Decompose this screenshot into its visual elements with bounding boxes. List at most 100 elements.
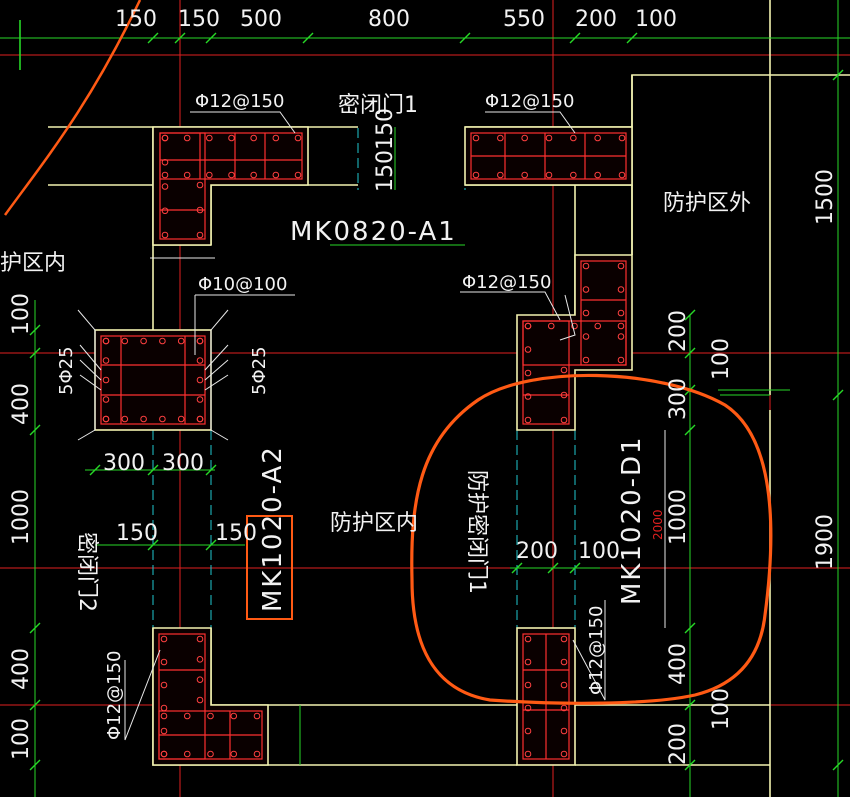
label-zone-inside-partial: 护区内	[0, 251, 66, 276]
rebar-dot	[207, 712, 214, 720]
dim-right-1000: 1000	[666, 489, 691, 545]
rebar-dot	[582, 333, 590, 340]
rebar-dot	[196, 376, 204, 384]
dimension-tick	[29, 424, 41, 436]
dimension-ticks	[29, 32, 844, 771]
rebar-dot	[617, 262, 625, 270]
dim-left-1: 100	[9, 293, 34, 335]
label-protective-closed-door: 防护密闭门1	[464, 470, 489, 594]
rebar-dot	[159, 415, 166, 423]
dim-right-400: 400	[666, 643, 691, 685]
dimension-tick	[684, 622, 696, 634]
dimension-tick	[684, 309, 696, 321]
rebar-dot	[160, 712, 168, 720]
rebar-dot	[594, 322, 602, 330]
rebar-dot	[140, 415, 147, 423]
rebar-dot	[140, 337, 147, 345]
rebar-dot	[618, 171, 626, 179]
dimension-tick	[302, 32, 314, 44]
rebar-dot	[160, 750, 168, 758]
rebar-dot	[196, 635, 204, 643]
dim-inner-2000: 2000	[651, 509, 665, 540]
dim-right-100b: 100	[709, 688, 734, 730]
rebar-dot	[560, 704, 568, 712]
rebar-dot	[160, 704, 168, 712]
rebar-dot	[497, 134, 504, 142]
rebar-dot	[160, 635, 168, 643]
dim-150-a: 150	[373, 108, 398, 150]
rebar-dot	[161, 183, 169, 190]
rebar-dot	[582, 309, 590, 317]
rebar-dot	[250, 134, 257, 142]
spec-bottom-left: Φ12@150	[104, 651, 125, 740]
rebar-dot	[560, 681, 568, 689]
dimension-tick	[205, 539, 217, 551]
highlight-circle	[410, 373, 773, 705]
leaders	[77, 111, 606, 741]
rebar-dot	[524, 750, 532, 758]
orange-diagonal-mark	[3, 0, 142, 216]
rebar-dot	[196, 337, 204, 345]
dimension-tick	[205, 32, 217, 44]
dim-right-1900: 1900	[813, 514, 838, 570]
rebar-dot	[560, 366, 568, 374]
rebar-dot	[160, 727, 168, 735]
rebar-dot	[524, 635, 532, 643]
area-labels: 密闭门1 防护区外 防护区内 护区内 密闭门2 防护密闭门1	[0, 93, 751, 612]
dim-top-5: 550	[503, 7, 545, 32]
rebar-dot	[161, 207, 169, 215]
rebar-dot	[524, 658, 532, 666]
rebar-dot	[161, 158, 169, 166]
rebar-dot	[582, 286, 590, 293]
rebar-dot	[524, 681, 532, 689]
rebar-dot	[177, 415, 185, 423]
dim-top-2: 150	[178, 7, 220, 32]
column-left	[94, 329, 212, 431]
dimension-tick	[29, 699, 41, 711]
dimension-tick	[684, 347, 696, 359]
rebar-dot	[196, 656, 204, 663]
rebar-dot	[161, 171, 169, 179]
rebar-dot	[196, 696, 204, 704]
rebar-dot	[196, 206, 204, 214]
dim-left-5: 100	[9, 718, 34, 760]
spec-top-left: Φ12@150	[195, 91, 284, 112]
dimension-tick	[684, 759, 696, 771]
rebar-dot	[230, 712, 238, 720]
rebar-dot	[228, 134, 235, 142]
rebar-dot	[524, 369, 532, 377]
rebar-dot	[102, 415, 110, 423]
rebar-dot	[617, 356, 625, 364]
dim-right-100: 100	[709, 338, 734, 380]
dim-left-3: 1000	[9, 489, 34, 545]
rebar-dot	[206, 171, 213, 179]
label-closed-door-2: 密闭门2	[74, 532, 99, 612]
rebar-dot	[160, 658, 168, 666]
dim-left-4: 400	[9, 648, 34, 690]
rebar-dot	[472, 171, 480, 179]
rebar-dot	[524, 322, 532, 330]
dim-right-200b: 200	[666, 310, 691, 352]
dimension-tick	[511, 562, 523, 574]
rebar-dot	[250, 171, 257, 179]
rebar-dot	[160, 681, 168, 689]
dim-left-2: 400	[9, 383, 34, 425]
rebar-dot	[617, 322, 625, 330]
column-top-left	[152, 126, 309, 246]
dimension-tick	[832, 759, 844, 771]
dimension-tick	[174, 32, 186, 44]
rebar-dot	[497, 171, 504, 179]
rebar-dot	[196, 396, 204, 403]
rebar-dot	[102, 376, 110, 384]
misc-dimension-text: 300 300 150 150 200 100 150 150 2000	[103, 108, 665, 564]
rebar-dot	[472, 134, 480, 142]
dimension-tick	[147, 539, 159, 551]
dimension-tick	[147, 464, 159, 476]
rebar-dot	[272, 134, 280, 142]
rebar-dot	[545, 171, 553, 179]
dim-right-300: 300	[666, 378, 691, 420]
rebar-dot	[253, 712, 261, 720]
dimension-tick	[205, 464, 217, 476]
dimension-tick	[29, 759, 41, 771]
rebar-dot	[582, 356, 590, 364]
